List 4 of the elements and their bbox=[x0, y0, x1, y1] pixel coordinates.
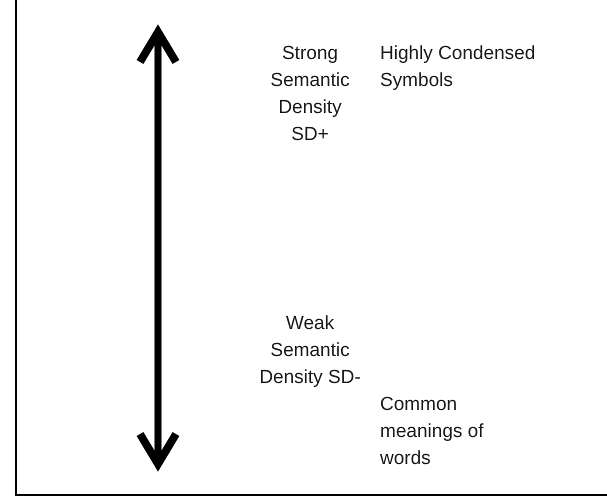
scale-label: Weak Semantic Density SD- bbox=[258, 312, 362, 390]
scale-label: Common meanings of words bbox=[380, 393, 485, 471]
scale-label: Highly Condensed Symbols bbox=[380, 42, 536, 93]
scale-label: Strong Semantic Density SD+ bbox=[269, 42, 351, 147]
